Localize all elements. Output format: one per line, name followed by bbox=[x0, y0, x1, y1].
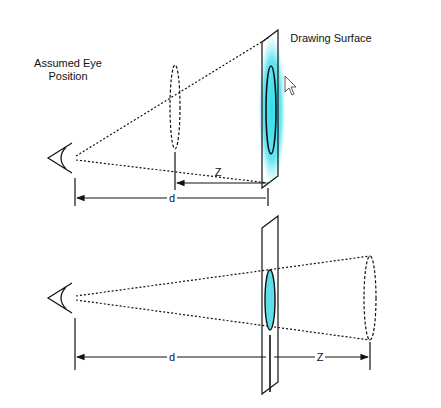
cursor bbox=[285, 76, 296, 95]
dimension-z bbox=[177, 182, 266, 183]
eye bbox=[48, 143, 72, 173]
sight-line bbox=[76, 38, 268, 156]
sight-line bbox=[76, 160, 268, 183]
sight-line bbox=[76, 256, 370, 296]
object-ellipse bbox=[364, 256, 376, 340]
eye bbox=[48, 283, 72, 313]
tick bbox=[267, 188, 268, 206]
projection-glow bbox=[265, 270, 275, 330]
projection-ellipse bbox=[265, 270, 275, 330]
eye-label: Assumed Eye Position bbox=[34, 57, 102, 82]
drawing-plane bbox=[262, 30, 278, 188]
dimension-label: Z bbox=[215, 166, 222, 179]
dimension-label: d bbox=[167, 192, 177, 205]
tick bbox=[269, 335, 271, 392]
tick bbox=[74, 178, 75, 206]
surface-label: Drawing Surface bbox=[290, 32, 371, 45]
object-ellipse bbox=[170, 65, 180, 149]
projection-ellipse bbox=[266, 66, 276, 154]
drawing-plane bbox=[262, 216, 278, 394]
sight-line bbox=[76, 300, 370, 340]
tick bbox=[174, 152, 175, 190]
tick bbox=[74, 318, 75, 370]
dimension-label: d bbox=[167, 351, 177, 364]
tick bbox=[369, 342, 370, 370]
dimension-label: Z bbox=[315, 351, 326, 364]
projection-glow bbox=[259, 38, 285, 182]
